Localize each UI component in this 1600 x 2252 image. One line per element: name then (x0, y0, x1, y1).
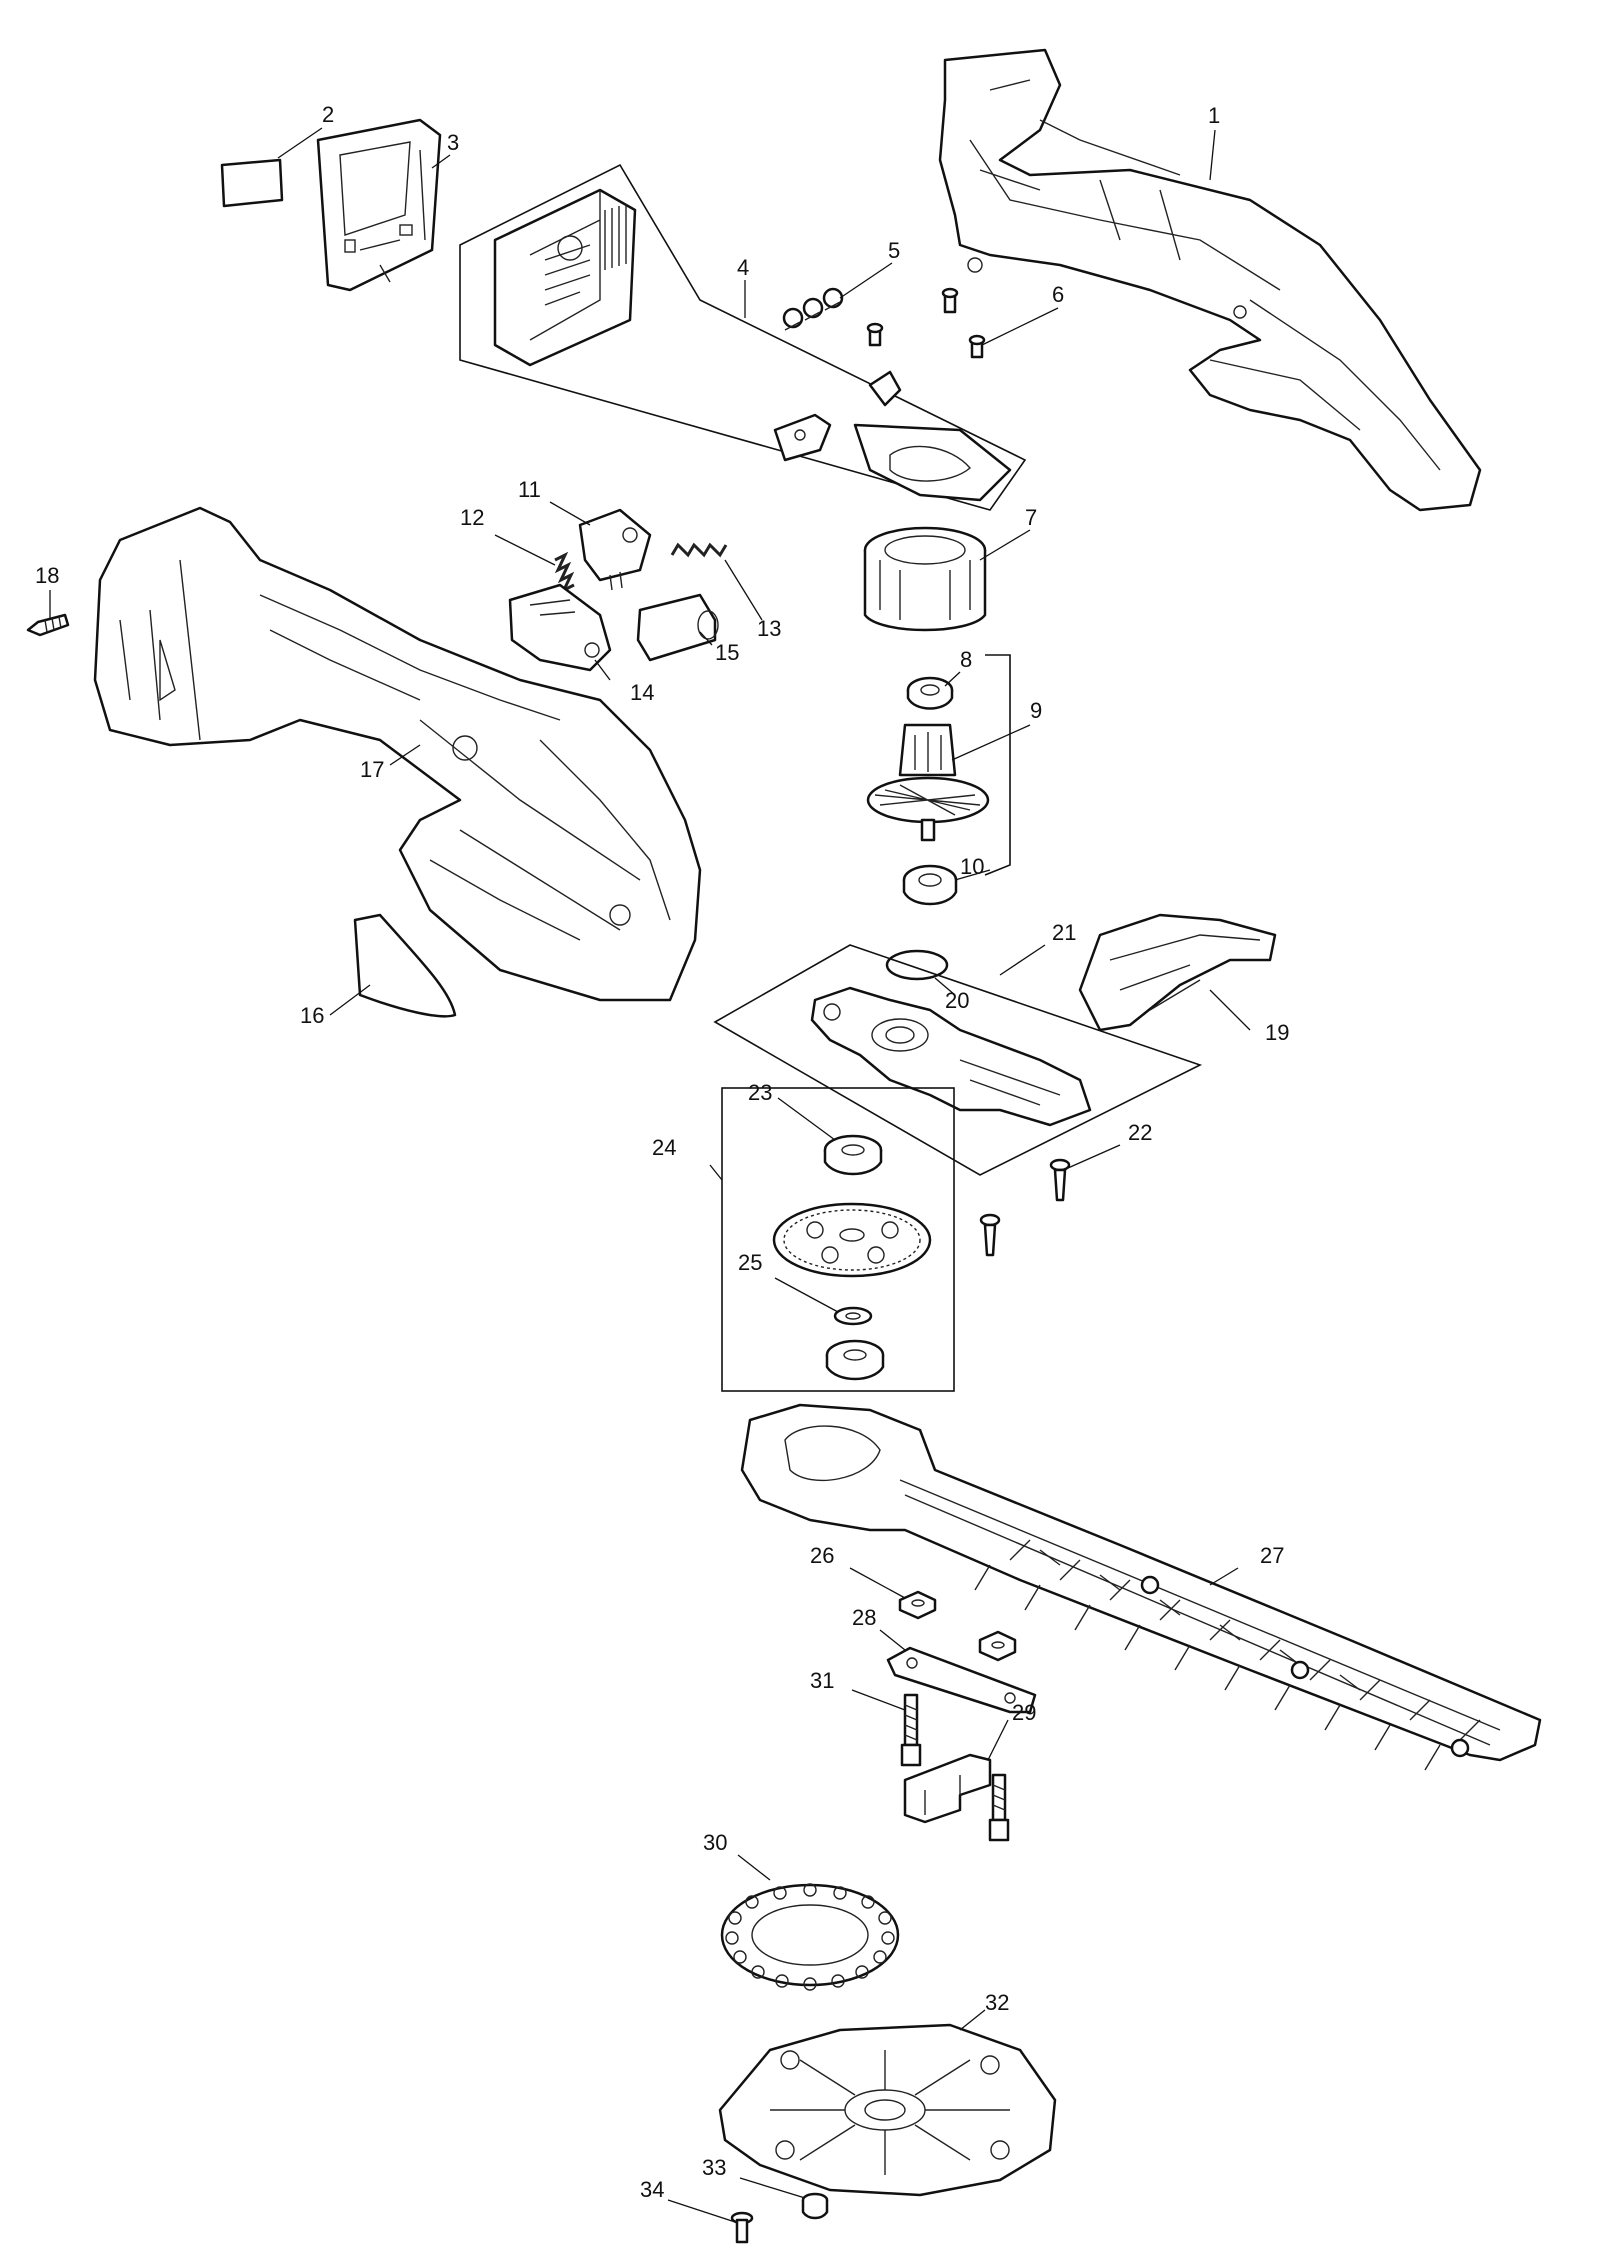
part-4-controller-module[interactable] (493, 188, 637, 367)
callout-13: 13 (757, 616, 781, 641)
part-30-gasket[interactable] (720, 1883, 900, 1991)
part-26-nut[interactable] (898, 1590, 937, 1620)
part-2-label[interactable] (220, 158, 284, 208)
part-4-group-frame (459, 163, 1027, 511)
leader-lines (49, 127, 1251, 2223)
part-33-cap[interactable] (801, 2192, 829, 2220)
part-28-plate[interactable] (886, 1646, 1037, 1714)
part-25-washer[interactable] (833, 1306, 873, 1326)
callout-14: 14 (630, 680, 654, 705)
part-14-switch-lever[interactable] (508, 583, 612, 672)
part-34-screw[interactable] (730, 2211, 754, 2244)
part-8-bearing[interactable] (906, 676, 954, 710)
callout-6: 6 (1052, 282, 1064, 307)
part-10-bearing[interactable] (902, 864, 958, 906)
callout-20: 20 (945, 988, 969, 1013)
callout-21: 21 (1052, 920, 1076, 945)
callout-18: 18 (35, 563, 59, 588)
armature-group-bracket (984, 654, 1011, 876)
callout-33: 33 (702, 2155, 726, 2180)
part-4-sensor-plate[interactable] (853, 423, 1012, 502)
callout-17: 17 (360, 757, 384, 782)
part-21-gear-housing[interactable] (810, 986, 1092, 1127)
callout-29: 29 (1012, 1700, 1036, 1725)
callout-27: 27 (1260, 1543, 1284, 1568)
callout-4: 4 (737, 255, 749, 280)
callout-34: 34 (640, 2177, 664, 2202)
part-6-screws[interactable] (866, 287, 986, 359)
callout-28: 28 (852, 1605, 876, 1630)
callout-5: 5 (888, 238, 900, 263)
callout-10: 10 (960, 854, 984, 879)
callout-1: 1 (1208, 103, 1220, 128)
callout-8: 8 (960, 647, 972, 672)
part-24-lower-bearing[interactable] (825, 1339, 885, 1381)
part-23-bearing[interactable] (823, 1134, 883, 1176)
callout-25: 25 (738, 1250, 762, 1275)
callout-labels: 1 2 3 4 5 6 7 8 9 10 11 12 13 14 15 16 1… (35, 102, 1289, 2202)
part-3-controller-board[interactable] (316, 118, 442, 292)
part-13-spring[interactable] (670, 542, 728, 558)
callout-31: 31 (810, 1668, 834, 1693)
part-27-blade[interactable] (740, 1403, 1542, 1771)
part-11-switch[interactable] (578, 508, 652, 591)
callout-16: 16 (300, 1003, 324, 1028)
part-22-screws[interactable] (979, 1158, 1071, 1257)
callout-30: 30 (703, 1830, 727, 1855)
part-20-o-ring[interactable] (885, 949, 949, 981)
callout-12: 12 (460, 505, 484, 530)
callout-3: 3 (447, 130, 459, 155)
part-21-group-frame (713, 944, 1203, 1176)
callout-23: 23 (748, 1080, 772, 1105)
part-15-lock-button[interactable] (636, 593, 719, 662)
callout-32: 32 (985, 1990, 1009, 2015)
part-16-label[interactable] (353, 913, 457, 1018)
callout-7: 7 (1025, 505, 1037, 530)
part-26-nut-2[interactable] (978, 1630, 1017, 1662)
callout-26: 26 (810, 1543, 834, 1568)
callout-9: 9 (1030, 698, 1042, 723)
part-9-armature[interactable] (866, 723, 990, 842)
part-7-stator[interactable] (863, 526, 987, 632)
callout-2: 2 (322, 102, 334, 127)
callout-22: 22 (1128, 1120, 1152, 1145)
part-1-upper-housing[interactable] (938, 48, 1482, 512)
part-18-screw[interactable] (26, 613, 70, 637)
part-5-screws[interactable] (782, 287, 844, 331)
part-32-base-cover[interactable] (718, 2023, 1057, 2197)
part-4-terminal-block[interactable] (773, 413, 832, 462)
part-4-clip[interactable] (868, 370, 902, 407)
callout-24: 24 (652, 1135, 676, 1160)
part-17-handle-housing[interactable] (93, 506, 702, 1002)
part-24-group-frame (721, 1087, 955, 1392)
callout-15: 15 (715, 640, 739, 665)
callout-19: 19 (1265, 1020, 1289, 1045)
part-29-bracket[interactable] (903, 1753, 992, 1824)
part-19-front-guard[interactable] (1078, 913, 1277, 1032)
part-31-bolts[interactable] (900, 1693, 1010, 1842)
part-24-gear[interactable] (772, 1202, 932, 1278)
callout-11: 11 (518, 477, 541, 502)
